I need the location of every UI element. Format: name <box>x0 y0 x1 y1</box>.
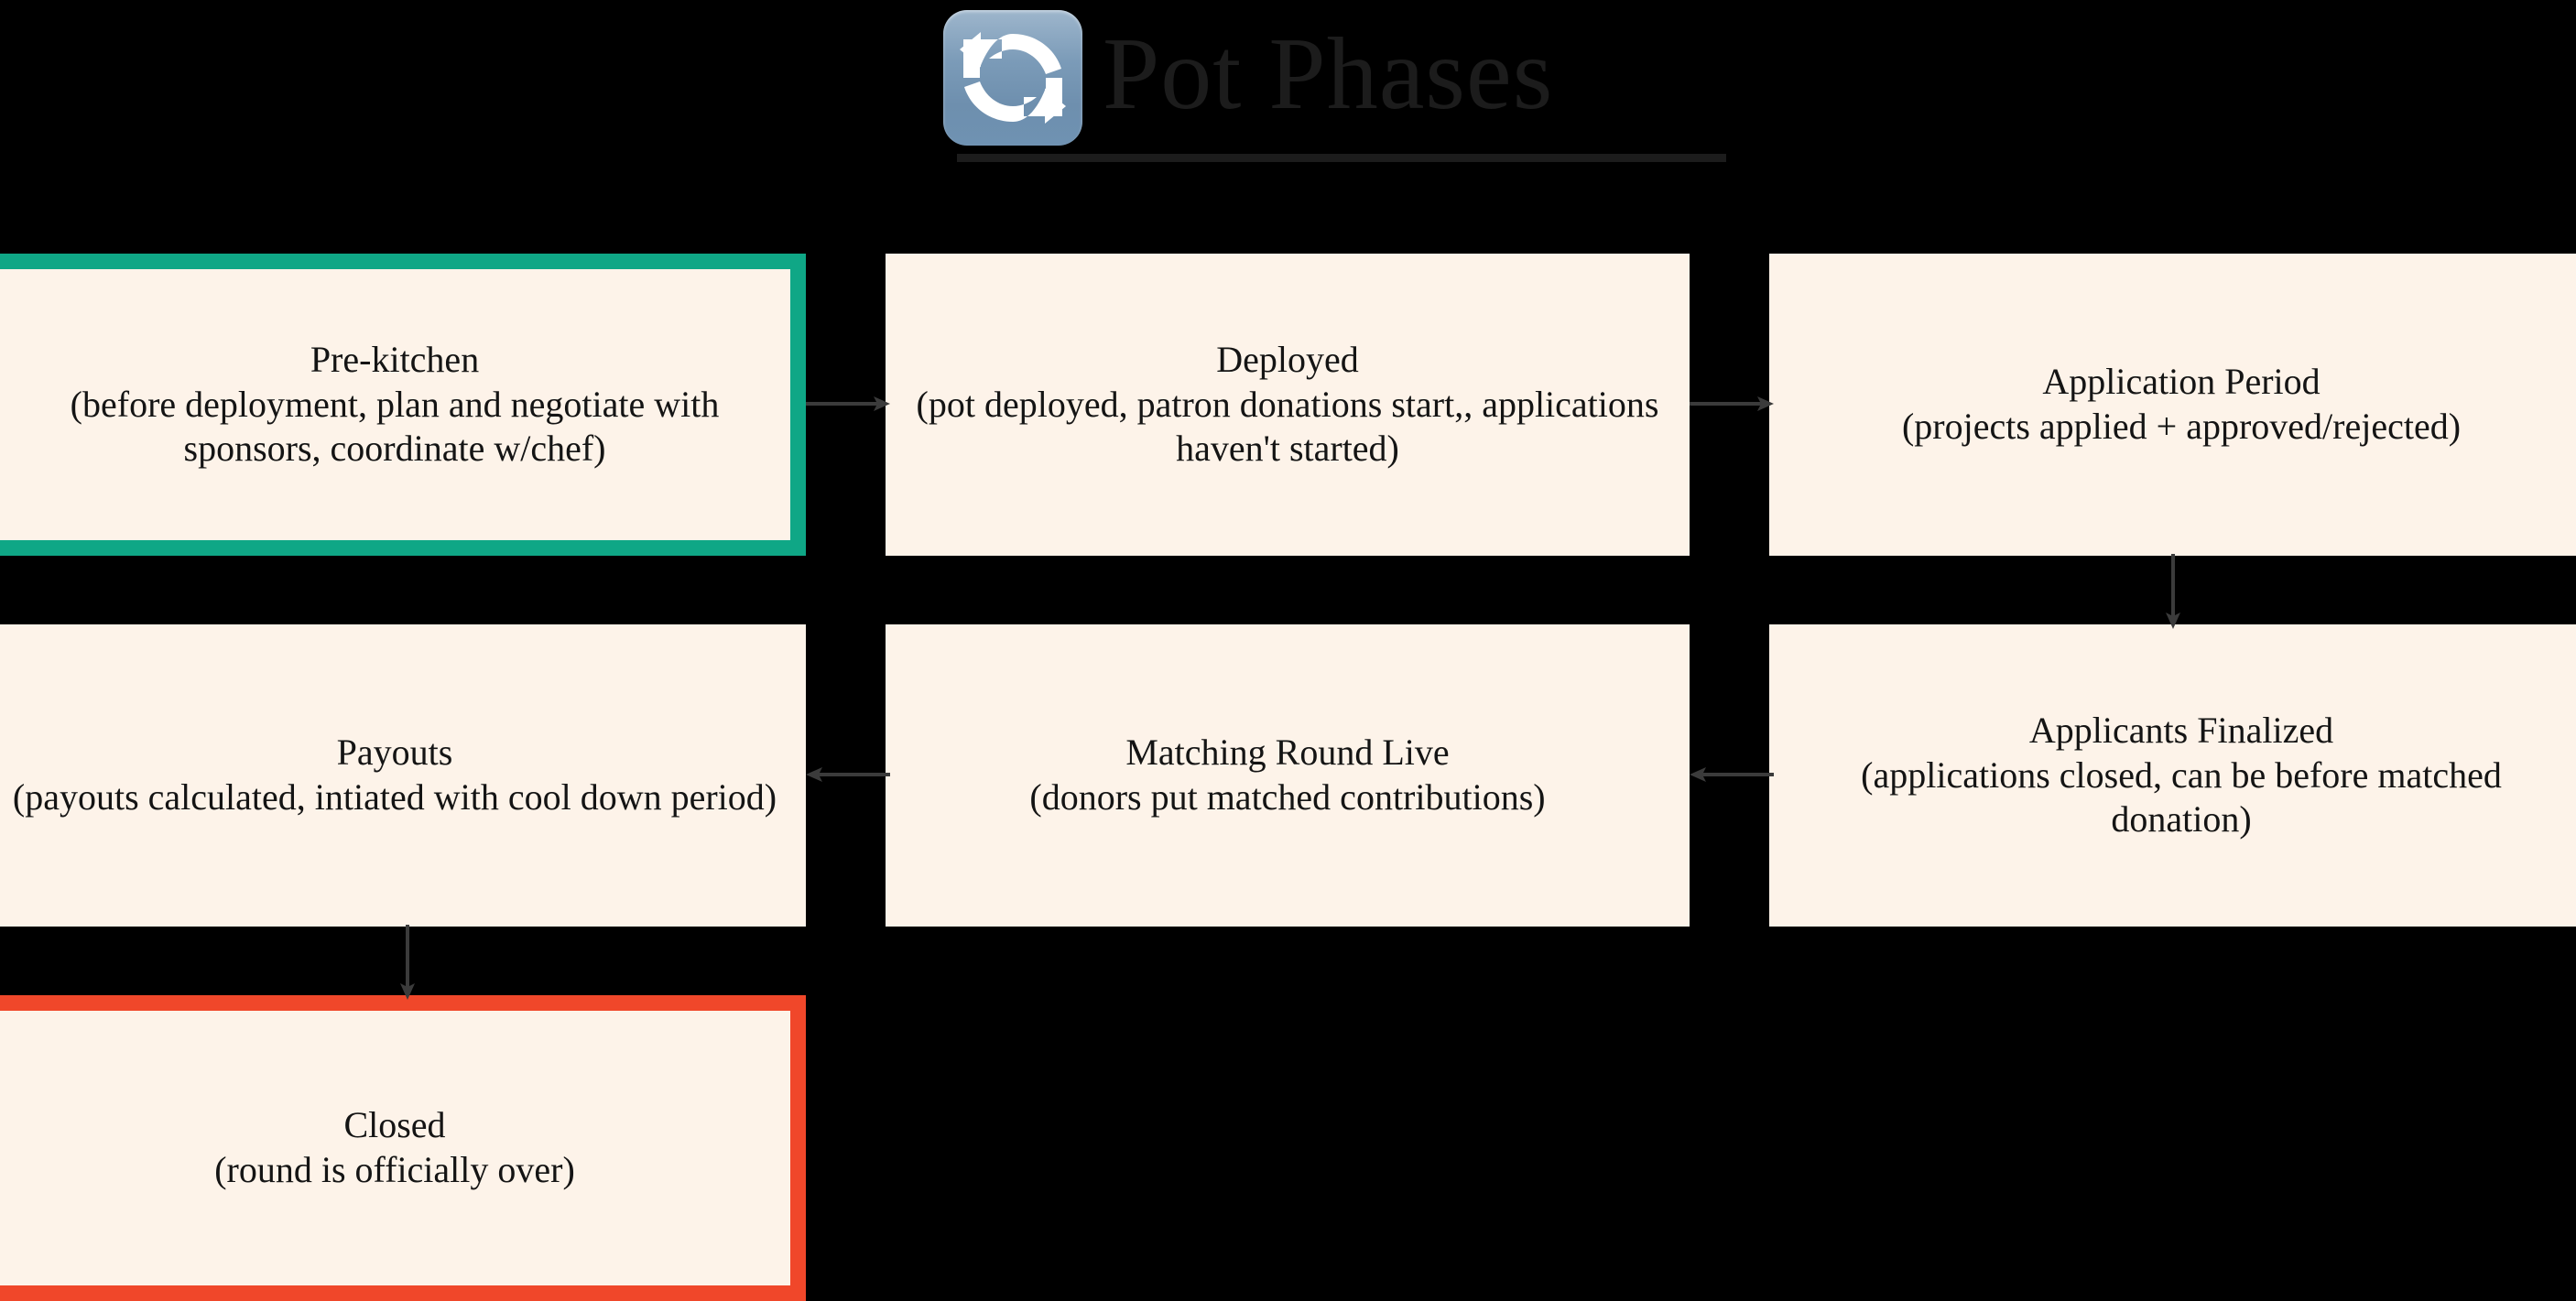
node-description: (round is officially over) <box>214 1149 575 1190</box>
node-application-period[interactable]: Application Period (projects applied + a… <box>1769 254 2576 556</box>
arrow-applicants-finalized-to-matching-round-live <box>1690 763 1774 786</box>
node-description: (before deployment, plan and negotiate w… <box>70 383 720 470</box>
arrow-matching-round-live-to-payouts <box>806 763 890 786</box>
node-deployed[interactable]: Deployed (pot deployed, patron donations… <box>886 254 1690 556</box>
node-title: Payouts <box>336 732 453 774</box>
arrow-deployed-to-application-period <box>1690 392 1774 416</box>
node-description: (applications closed, can be before matc… <box>1861 753 2502 840</box>
title-row: Pot Phases <box>943 9 1553 146</box>
node-title: Closed <box>343 1104 446 1146</box>
node-description: (donors put matched contributions) <box>1029 776 1546 818</box>
node-title: Applicants Finalized <box>2028 709 2334 751</box>
node-description: (payouts calculated, intiated with cool … <box>12 776 777 818</box>
node-title: Deployed <box>1216 338 1359 380</box>
arrow-application-period-to-applicants-finalized <box>2161 554 2185 629</box>
arrow-pre-kitchen-to-deployed <box>806 392 890 416</box>
page-title: Pot Phases <box>1103 17 1554 131</box>
page-header: Pot Phases <box>943 9 1749 165</box>
node-applicants-finalized[interactable]: Applicants Finalized (applications close… <box>1769 624 2576 927</box>
node-description: (pot deployed, patron donations start,, … <box>916 383 1659 470</box>
node-pre-kitchen[interactable]: Pre-kitchen (before deployment, plan and… <box>0 254 806 556</box>
node-title: Application Period <box>2042 361 2321 403</box>
node-description: (projects applied + approved/rejected) <box>1901 406 2462 447</box>
node-title: Pre-kitchen <box>310 338 480 380</box>
node-payouts[interactable]: Payouts (payouts calculated, intiated wi… <box>0 624 806 927</box>
arrow-payouts-to-closed <box>396 925 419 1000</box>
node-closed[interactable]: Closed (round is officially over) <box>0 995 806 1301</box>
sync-refresh-icon <box>943 10 1082 146</box>
node-matching-round-live[interactable]: Matching Round Live (donors put matched … <box>886 624 1690 927</box>
title-underline <box>957 154 1726 162</box>
node-title: Matching Round Live <box>1125 732 1450 774</box>
